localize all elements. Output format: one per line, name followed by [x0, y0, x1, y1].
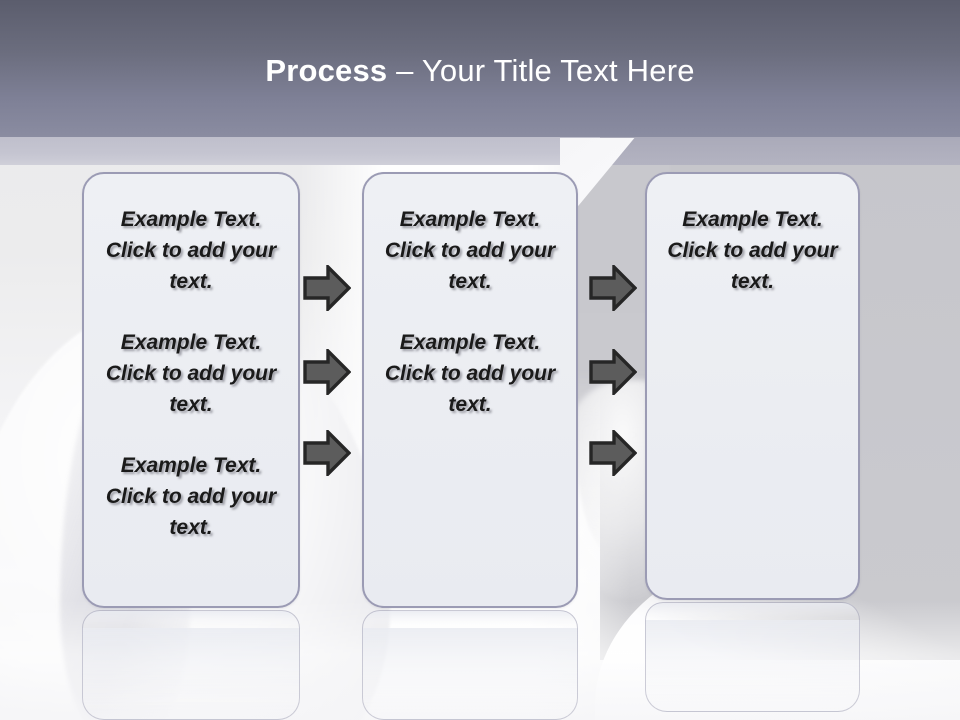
process-box-3[interactable]: Example Text. Click to add your text. — [645, 172, 860, 600]
box-reflection-3 — [645, 620, 860, 712]
box-reflection-2 — [362, 628, 578, 720]
right-arrow-icon[interactable] — [303, 265, 351, 311]
process-box-2[interactable]: Example Text. Click to add your text. Ex… — [362, 172, 578, 608]
right-arrow-icon[interactable] — [589, 265, 637, 311]
process-box-1-content: Example Text. Click to add your text. Ex… — [84, 174, 298, 543]
text-block[interactable]: Example Text. Click to add your text. — [105, 331, 277, 416]
page-title-lead: Process — [265, 53, 388, 88]
text-block[interactable]: Example Text. Click to add your text. — [384, 331, 556, 416]
box-reflection-1 — [82, 628, 300, 720]
process-box-2-content: Example Text. Click to add your text. Ex… — [364, 174, 576, 420]
text-block[interactable]: Example Text. Click to add your text. — [105, 208, 277, 293]
right-arrow-icon[interactable] — [303, 349, 351, 395]
text-block[interactable]: Example Text. Click to add your text. — [384, 208, 556, 293]
text-block[interactable]: Example Text. Click to add your text. — [105, 454, 277, 539]
right-arrow-icon[interactable] — [303, 430, 351, 476]
page-title-rest: – Your Title Text Here — [387, 53, 695, 88]
right-arrow-icon[interactable] — [589, 430, 637, 476]
header-underband-right — [600, 137, 960, 165]
title-bar: Process – Your Title Text Here — [0, 0, 960, 137]
text-block[interactable]: Example Text. Click to add your text. — [667, 208, 838, 293]
reflection-cap-1 — [82, 610, 300, 628]
page-title: Process – Your Title Text Here — [0, 52, 960, 90]
reflection-cap-3 — [645, 602, 860, 620]
process-box-1[interactable]: Example Text. Click to add your text. Ex… — [82, 172, 300, 608]
process-box-3-content: Example Text. Click to add your text. — [647, 174, 858, 297]
reflection-cap-2 — [362, 610, 578, 628]
right-arrow-icon[interactable] — [589, 349, 637, 395]
